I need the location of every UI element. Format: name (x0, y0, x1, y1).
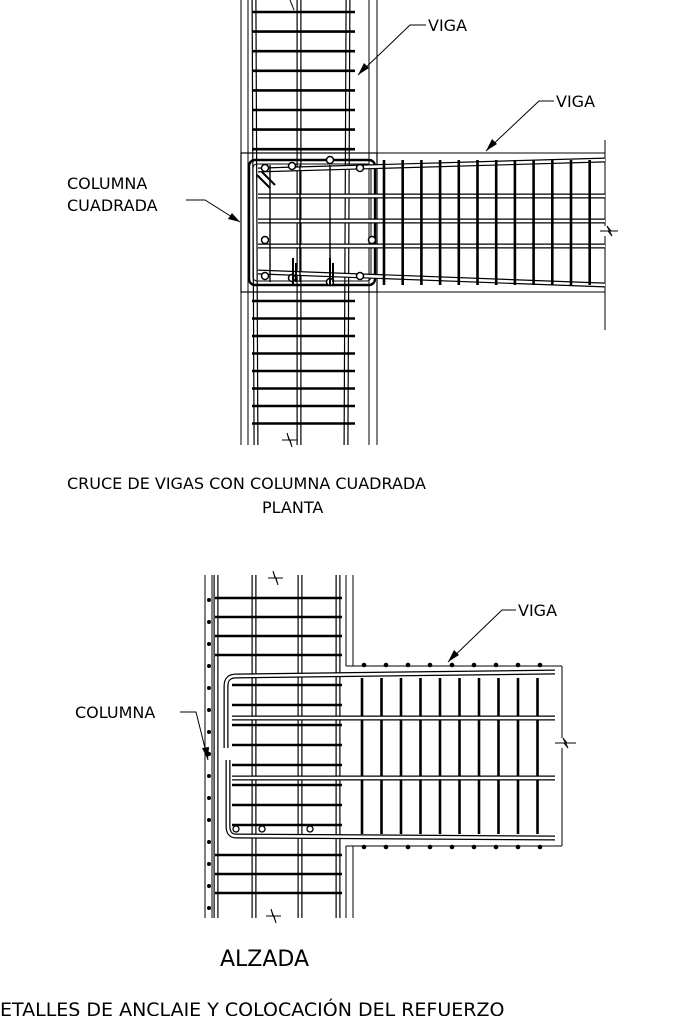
elevation-view: VIGA COLUMNA ALZADA (75, 570, 576, 972)
bar-dot (207, 598, 211, 602)
column-break-top (289, 0, 295, 11)
bar-dot (471, 662, 477, 668)
bar-dot (207, 774, 211, 778)
column-ties-elevation (215, 596, 342, 895)
bar-dot (427, 844, 433, 850)
leader-columna-elevation (180, 711, 209, 761)
column-elevation-break-top (268, 570, 283, 586)
label-columna-elevation: COLUMNA (75, 703, 155, 722)
leader-viga-vertical (357, 24, 426, 76)
bar-dot (207, 686, 211, 690)
bar-dot (207, 818, 211, 822)
horizontal-bar-core (257, 270, 606, 287)
vertical-beam-stirrups (252, 10, 355, 425)
leader-columna-cuadrada-arrow (228, 213, 240, 222)
hook-bar-section (306, 825, 314, 833)
leader-viga-vertical-arrow (358, 63, 369, 75)
elevation-caption: ALZADA (220, 947, 309, 972)
bar-dot (207, 730, 211, 734)
bar-dot (207, 664, 211, 668)
hook-bar-section (258, 825, 266, 833)
label-viga-vertical: VIGA (428, 16, 467, 35)
bar-dot (207, 796, 211, 800)
column-vertical-bars (213, 575, 341, 918)
beam-stirrups-elevation (360, 678, 539, 834)
beam-elevation-break (555, 737, 576, 749)
bar-dot (207, 862, 211, 866)
bar-dot (515, 844, 521, 850)
leader-viga-elevation-arrow (448, 650, 459, 662)
leader-viga-horizontal-arrow (486, 139, 497, 151)
bar-dot (405, 662, 411, 668)
bar-dot (449, 662, 455, 668)
bar-dot (493, 662, 499, 668)
plan-view: VIGA VIGA COLUMNA CUADRADA CRUCE DE VIGA… (67, 0, 618, 517)
sheet-title: ETALLES DE ANCLAJE Y COLOCACIÓN DEL REFU… (0, 997, 504, 1016)
bar-dot (207, 884, 211, 888)
bar-dot (427, 662, 433, 668)
bar-dot (471, 844, 477, 850)
hook-bar-section (232, 825, 240, 833)
bar-dot (207, 642, 211, 646)
plan-subcaption: PLANTA (262, 498, 323, 517)
beam-top-bar-hooked (223, 669, 556, 748)
column-break-bottom (282, 432, 297, 448)
bar-dot (207, 620, 211, 624)
bar-dot (207, 840, 211, 844)
plan-caption: CRUCE DE VIGAS CON COLUMNA CUADRADA (67, 474, 426, 493)
beam-longitudinal-bars-elevation (232, 715, 555, 781)
beam-elevation-outline (346, 665, 563, 847)
beam-bottom-bar-core (226, 760, 556, 840)
label-columna: COLUMNA (67, 174, 147, 193)
label-viga-horizontal: VIGA (556, 92, 595, 111)
horizontal-beam-stirrups (269, 160, 592, 285)
bar-dot (405, 844, 411, 850)
bar-dot (515, 662, 521, 668)
label-viga-elevation: VIGA (518, 601, 557, 620)
bar-dot (383, 662, 389, 668)
column-crossties (256, 171, 334, 285)
bar-dot (493, 844, 499, 850)
bar-dot (361, 662, 367, 668)
leader-columna-cuadrada (186, 199, 241, 223)
bar-dot (449, 844, 455, 850)
bar-dot (537, 662, 543, 668)
bar-dot (383, 844, 389, 850)
bar-dot (361, 844, 367, 850)
bar-dot (207, 708, 211, 712)
leader-columna-elevation-arrow (202, 747, 209, 760)
bar-dot (537, 844, 543, 850)
horizontal-bar-core (257, 158, 606, 172)
horizontal-beam-longitudinal-bars (257, 157, 606, 288)
beam-top-bar-core (224, 670, 556, 748)
column-elevation-break-bottom (266, 908, 281, 924)
leader-viga-horizontal (485, 100, 554, 152)
leader-viga-elevation (447, 609, 516, 663)
bar-section-dots (207, 598, 543, 910)
beam-break-symbol (600, 225, 618, 237)
label-cuadrada: CUADRADA (67, 196, 158, 215)
bar-dot (207, 906, 211, 910)
